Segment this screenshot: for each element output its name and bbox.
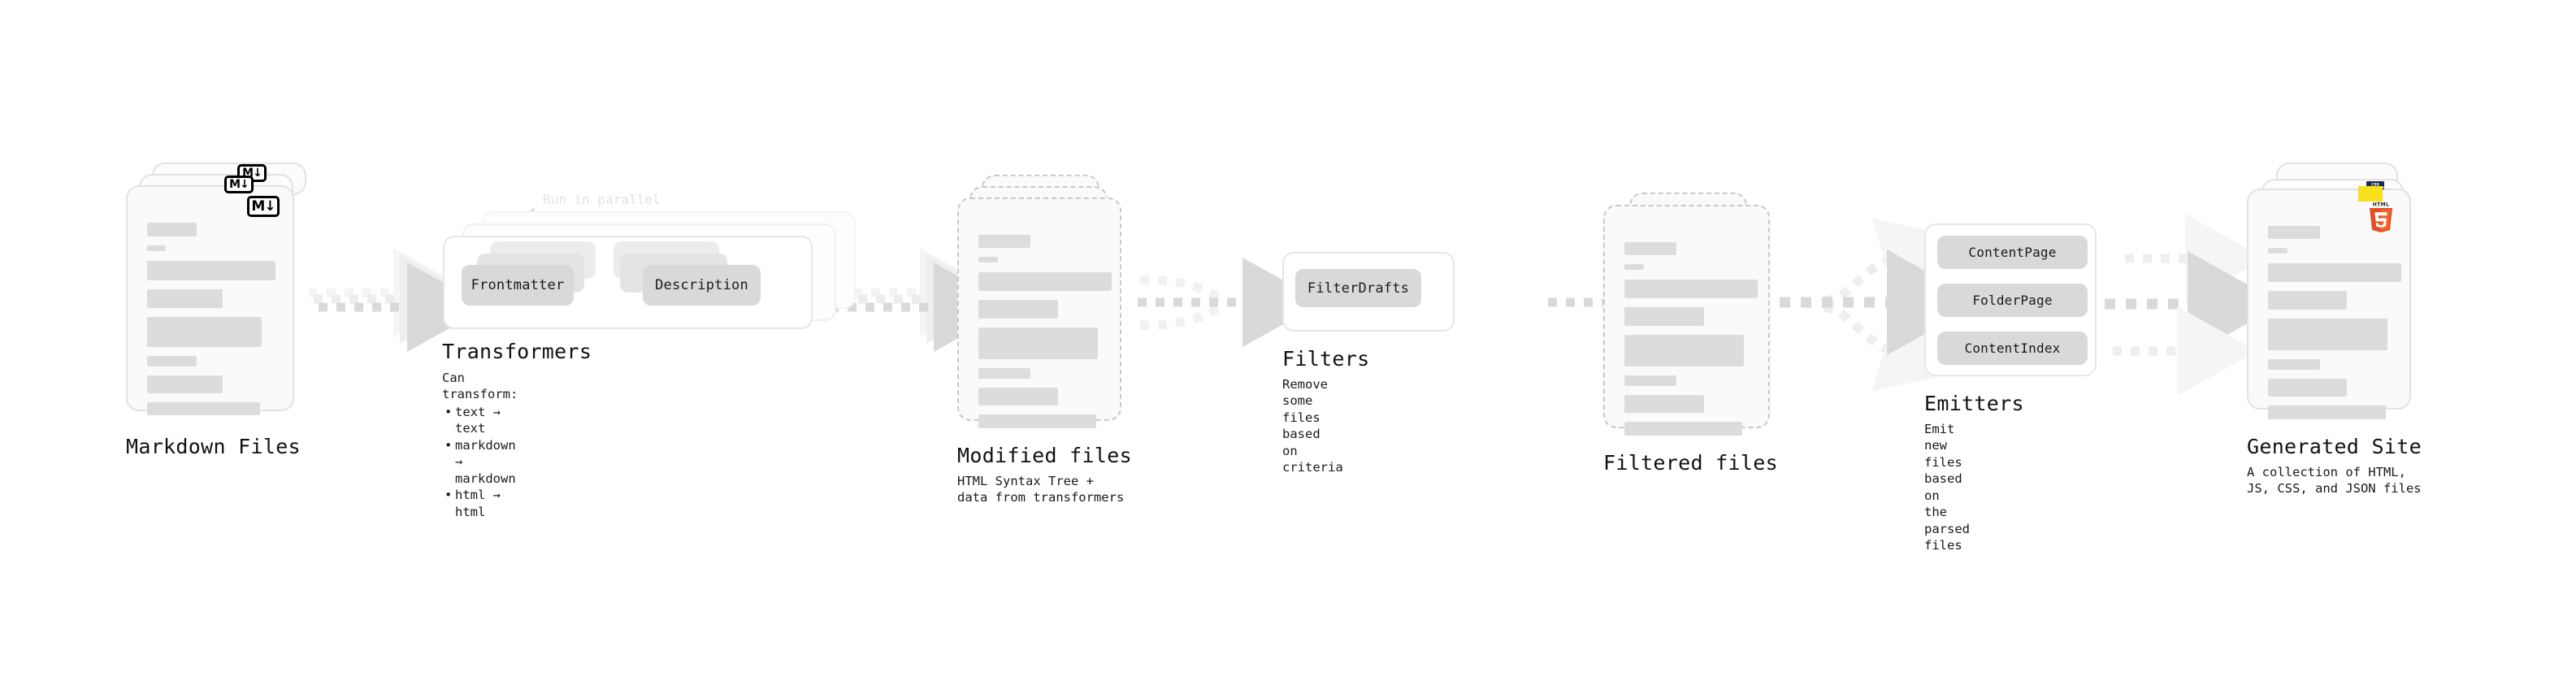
arrow-markdown-to-transformers: [309, 248, 488, 352]
stage-title-filters: Filters: [1282, 347, 1370, 371]
stage-title-transformers: Transformers: [442, 340, 592, 363]
generated-skeleton: [2268, 226, 2401, 428]
js-icon: [2358, 186, 2383, 202]
arrow-modified-to-filters: [1138, 258, 1323, 347]
transformers-detail: Can transform: text → text markdown → ma…: [442, 370, 518, 520]
emitter-chip-folderpage-label: FolderPage: [1972, 293, 2053, 308]
arrow-emitters-to-site: [2105, 214, 2283, 396]
markdown-icon-back-1: M↓: [224, 176, 254, 193]
markdown-icon: M↓: [247, 196, 280, 217]
stage-subtitle-emitters: Emit new files based on the parsed files: [1924, 422, 1970, 553]
stage-markdown-files: M↓ M↓ M↓ Markdown Files: [126, 163, 313, 458]
filtered-file-stack: [1603, 193, 1782, 436]
transformers-bullet-2: html → html: [445, 487, 518, 520]
filtered-skeleton: [1624, 242, 1758, 445]
stage-subtitle-generated-site: A collection of HTML, JS, CSS, and JSON …: [2247, 465, 2422, 497]
modified-card-front: [957, 197, 1121, 428]
stage-title-emitters: Emitters: [1924, 392, 2024, 415]
transformers-bullet-1: markdown → markdown: [445, 437, 518, 487]
emitter-chip-contentpage-label: ContentPage: [1968, 245, 2057, 260]
transformer-chip-frontmatter-label: Frontmatter: [471, 277, 565, 293]
emitter-chip-folderpage[interactable]: FolderPage: [1937, 284, 2088, 317]
transformer-chip-description[interactable]: Description: [643, 265, 761, 306]
generated-site-stack: CSS HTML: [2247, 163, 2434, 423]
transformers-bullet-0: text → text: [445, 404, 518, 437]
html5-icon: HTML: [2367, 200, 2395, 232]
transformers-box: Frontmatter Description: [443, 236, 813, 329]
arrow-filtered-to-emitters: [1780, 218, 1982, 392]
stage-title-markdown-files: Markdown Files: [126, 435, 301, 458]
modified-file-stack: [957, 175, 1136, 435]
markdown-file-stack: M↓ M↓ M↓: [126, 163, 313, 423]
filter-chip-filterdrafts[interactable]: FilterDrafts: [1295, 269, 1421, 307]
emitter-chip-contentindex-label: ContentIndex: [1964, 340, 2061, 356]
run-in-parallel-annotation: Run in parallel: [543, 192, 661, 207]
filtered-card-front: [1603, 205, 1770, 436]
stage-subtitle-modified-files: HTML Syntax Tree + data from transformer…: [957, 474, 1125, 505]
transformer-chip-frontmatter[interactable]: Frontmatter: [462, 265, 574, 306]
markdown-card-front: [126, 185, 294, 415]
emitters-box: ContentPage FolderPage ContentIndex: [1924, 223, 2097, 376]
stage-modified-files: Modified files HTML Syntax Tree + data f…: [957, 175, 1136, 505]
svg-text:HTML: HTML: [2373, 202, 2390, 208]
emitter-chip-contentindex[interactable]: ContentIndex: [1937, 332, 2088, 365]
transformers-bullet-list: text → text markdown → markdown html → h…: [442, 404, 518, 520]
stage-filtered-files: Filtered files: [1603, 193, 1782, 475]
stage-title-modified-files: Modified files: [957, 444, 1132, 467]
transformer-chip-description-label: Description: [655, 277, 748, 293]
filter-chip-filterdrafts-label: FilterDrafts: [1307, 280, 1410, 297]
modified-skeleton: [978, 235, 1112, 437]
svg-text:CSS: CSS: [2371, 183, 2379, 188]
stage-subtitle-filters: Remove some files based on criteria: [1282, 377, 1343, 475]
stage-title-generated-site: Generated Site: [2247, 435, 2422, 458]
transformers-detail-lead: Can transform:: [442, 371, 518, 402]
stage-title-filtered-files: Filtered files: [1603, 451, 1778, 475]
filters-box: FilterDrafts: [1282, 252, 1455, 332]
emitter-chip-contentpage[interactable]: ContentPage: [1937, 236, 2088, 269]
markdown-skeleton: [147, 223, 275, 424]
stage-generated-site: CSS HTML Generated Site A collection of …: [2247, 163, 2434, 496]
